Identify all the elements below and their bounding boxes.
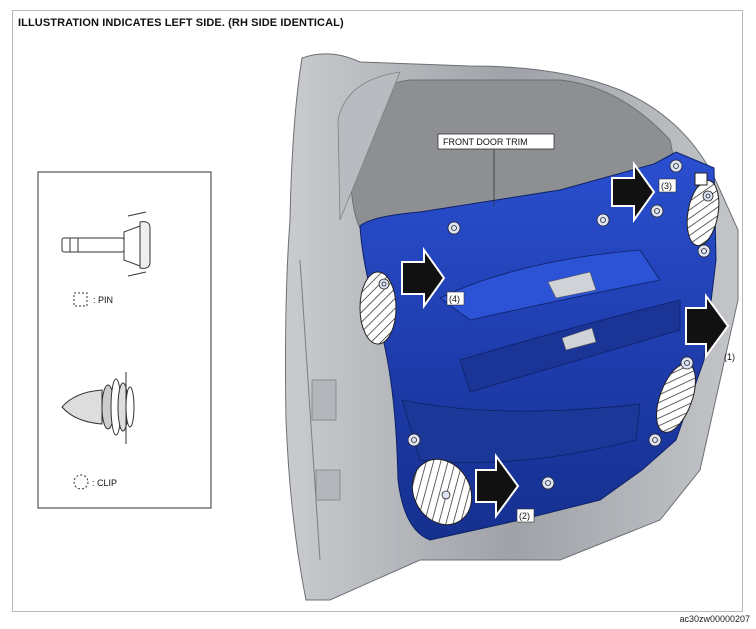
clip-legend-label: : CLIP [92,478,117,488]
pin-drawing [61,211,151,277]
hatched-area-bottom [411,458,473,526]
arrow-1-label: (1) [724,352,735,362]
illustration-frame [12,10,743,612]
legend-box: : PIN : CLIP [37,171,212,509]
clip-drawing [61,372,135,444]
removal-arrows [401,160,730,520]
front-door-trim-label: FRONT DOOR TRIM [443,137,528,147]
image-id: ac30zw00000207 [679,614,750,624]
pin-symbol-icon [73,292,88,307]
arrow-4-label: (4) [449,294,460,304]
illustration-header: ILLUSTRATION INDICATES LEFT SIDE. (RH SI… [18,17,344,29]
arrow-3 [611,160,656,224]
hatched-pad-areas [359,179,720,526]
arrow-3-label: (3) [661,181,672,191]
pin-legend-label: : PIN [93,295,113,305]
arrow-2 [475,452,520,520]
front-door-trim-panel [359,151,717,541]
pin-marker [694,172,708,186]
arrow-1 [685,292,730,360]
arrow-2-label: (2) [519,511,530,521]
clip-symbol-icon [73,474,89,490]
trim-callout: FRONT DOOR TRIM [437,133,555,206]
hatched-area-left [359,271,397,345]
clip-markers [378,159,714,500]
arrow-4 [401,246,446,310]
